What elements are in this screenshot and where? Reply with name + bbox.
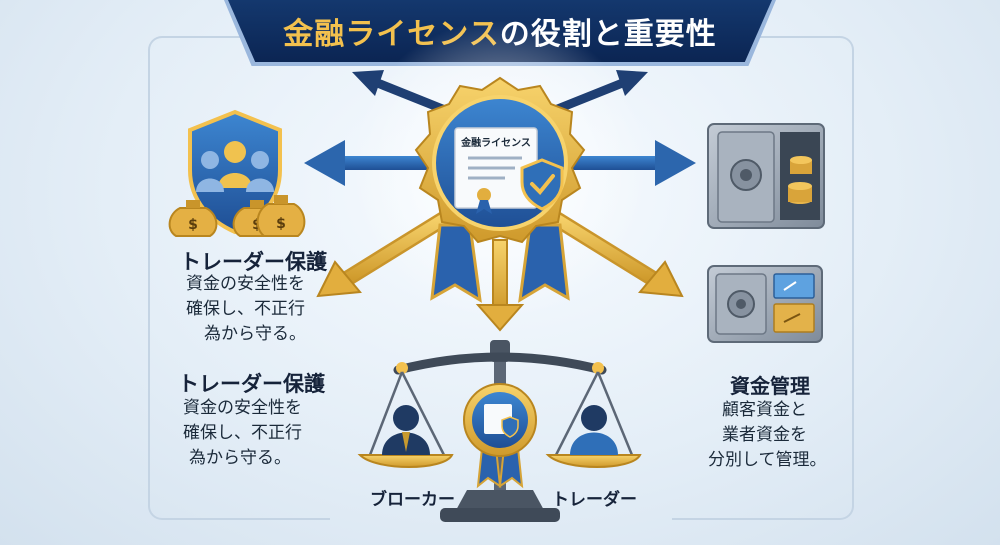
left-top-heading: トレーダー保護 bbox=[180, 250, 327, 274]
arrow-down-center-icon bbox=[475, 239, 525, 332]
safe-open-icon bbox=[707, 123, 825, 229]
balance-scale-icon bbox=[357, 340, 642, 522]
broker-label: ブローカー bbox=[370, 490, 455, 510]
right-bottom-description: 顧客資金と 業者資金を 分別して管理。 bbox=[708, 398, 827, 473]
page-title: 金融ライセンスの役割と重要性 bbox=[283, 9, 716, 53]
certificate-seal-icon bbox=[477, 188, 491, 202]
left-bottom-line-2: 確保し、不正行 bbox=[183, 423, 302, 443]
money-bag-icon: $ $ $ bbox=[168, 195, 306, 237]
left-bottom-heading: トレーダー保護 bbox=[178, 372, 325, 396]
left-top-description: 資金の安全性を 確保し、不正行 為から守る。 bbox=[186, 272, 306, 347]
svg-text:$: $ bbox=[188, 217, 198, 233]
arrow-up-right-icon bbox=[553, 70, 648, 115]
arrow-left-icon bbox=[304, 140, 430, 186]
arrow-down-left-icon bbox=[316, 207, 458, 298]
arrow-up-left-icon bbox=[352, 70, 447, 115]
left-bottom-line-1: 資金の安全性を bbox=[183, 398, 302, 418]
right-bottom-line-2: 業者資金を bbox=[722, 425, 807, 445]
left-bottom-line-3: 為から守る。 bbox=[189, 448, 291, 468]
shield-check-icon bbox=[520, 158, 564, 211]
arrow-down-right-icon bbox=[542, 207, 684, 298]
broker-avatar-icon bbox=[382, 405, 430, 455]
left-top-line-2: 確保し、不正行 bbox=[186, 299, 305, 319]
right-bottom-heading: 資金管理 bbox=[730, 374, 810, 398]
left-bottom-description: 資金の安全性を 確保し、不正行 為から守る。 bbox=[183, 396, 302, 471]
right-bottom-line-3: 分別して管理。 bbox=[708, 450, 827, 470]
trader-avatar-icon bbox=[570, 405, 618, 455]
trader-label: トレーダー bbox=[552, 490, 637, 510]
left-top-line-1: 資金の安全性を bbox=[186, 274, 305, 294]
left-frame bbox=[148, 36, 330, 520]
badge-ribbons bbox=[430, 223, 570, 303]
left-top-line-3: 為から守る。 bbox=[204, 324, 306, 344]
right-bottom-line-1: 顧客資金と bbox=[722, 400, 807, 420]
svg-text:$: $ bbox=[276, 216, 286, 232]
certificate-heading: 金融ライセンス bbox=[460, 136, 531, 149]
arrow-right-icon bbox=[570, 140, 696, 186]
safe-management-icon bbox=[707, 265, 823, 343]
title-banner: 金融ライセンスの役割と重要性 bbox=[228, 0, 772, 62]
right-frame bbox=[672, 36, 854, 520]
scale-medal-icon bbox=[463, 383, 537, 489]
license-badge bbox=[414, 76, 586, 244]
